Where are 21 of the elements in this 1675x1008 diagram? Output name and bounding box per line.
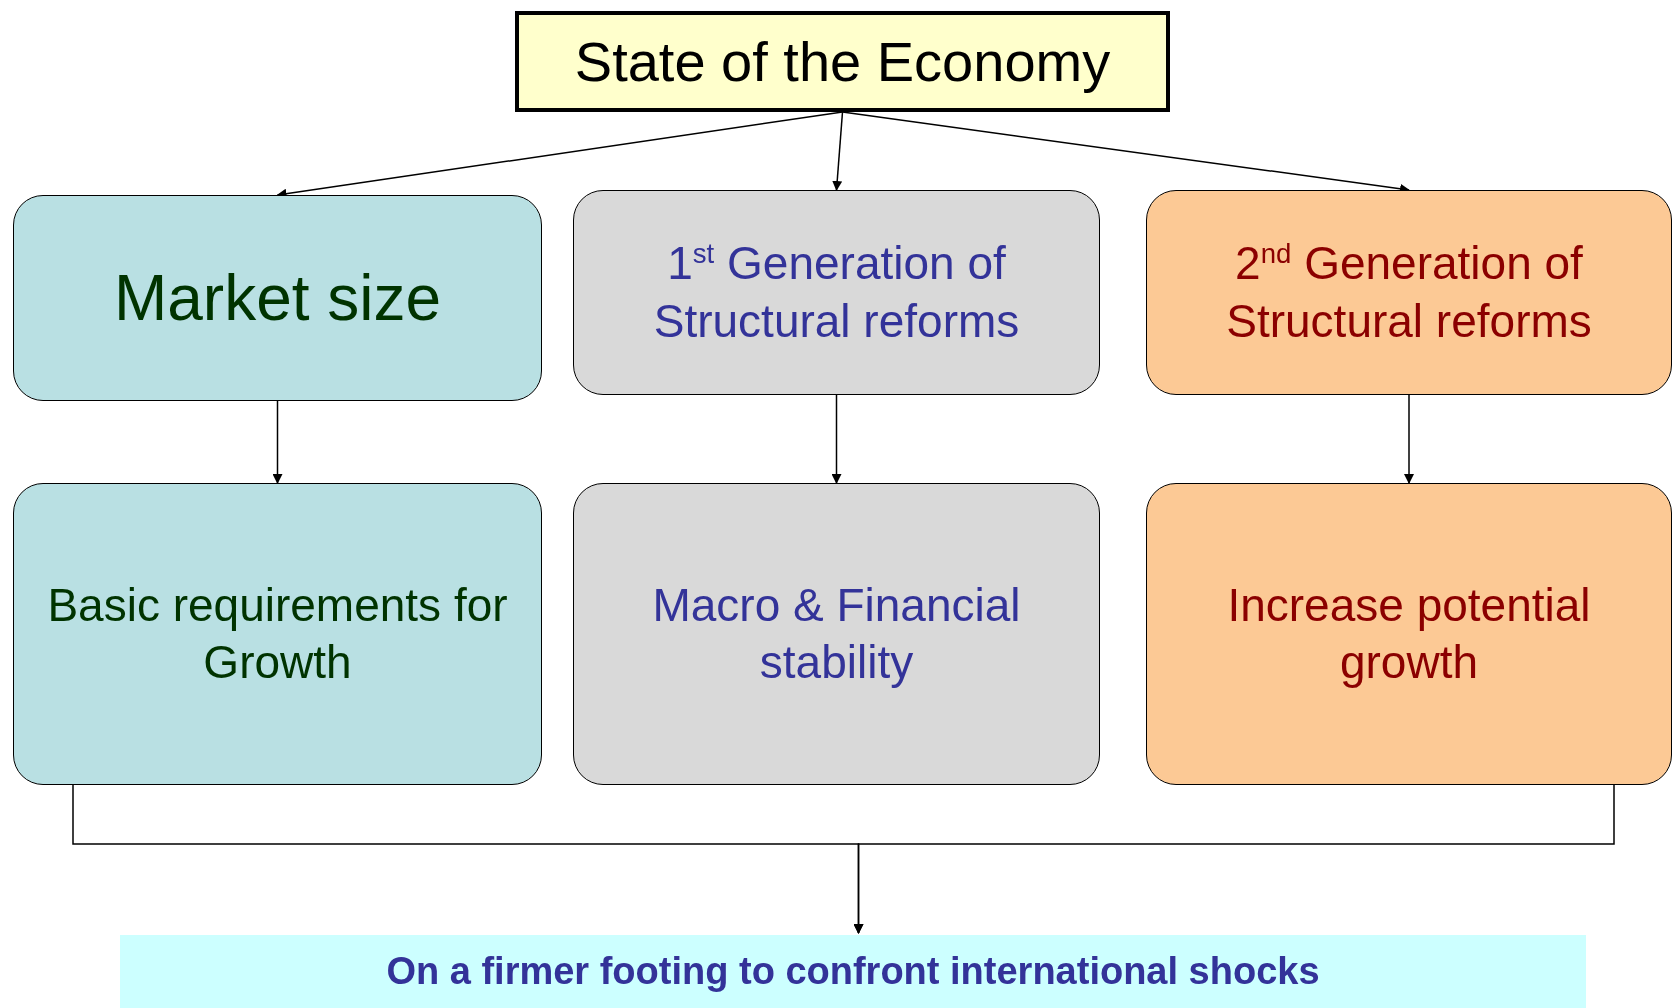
process-box bbox=[13, 483, 542, 785]
node-label: State of the Economy bbox=[574, 28, 1111, 95]
arrow bbox=[1404, 394, 1414, 484]
process-box bbox=[13, 195, 542, 401]
node-label: Increase potential growth bbox=[1226, 577, 1592, 690]
node-label: 2$^{nd}$ Generation of Structural reforms bbox=[1225, 236, 1593, 349]
arrow bbox=[853, 784, 1615, 934]
node-label: On a firmer footing to confront international shocks bbox=[386, 948, 1320, 994]
process-box bbox=[573, 483, 1100, 785]
process-box bbox=[1146, 190, 1672, 395]
node-label: Basic requirements for Growth bbox=[46, 577, 509, 690]
process-box bbox=[1146, 483, 1672, 785]
node-label: Market size bbox=[113, 261, 442, 336]
arrow bbox=[831, 394, 842, 484]
node-label: 1$^{st}$ Generation of Structural reforms bbox=[652, 236, 1021, 349]
arrow bbox=[272, 400, 283, 484]
title-box bbox=[515, 11, 1170, 112]
conclusion-band bbox=[120, 935, 1586, 1008]
node-label: Macro & Financial stability bbox=[651, 577, 1022, 690]
arrow bbox=[832, 111, 844, 191]
process-box bbox=[573, 190, 1100, 395]
